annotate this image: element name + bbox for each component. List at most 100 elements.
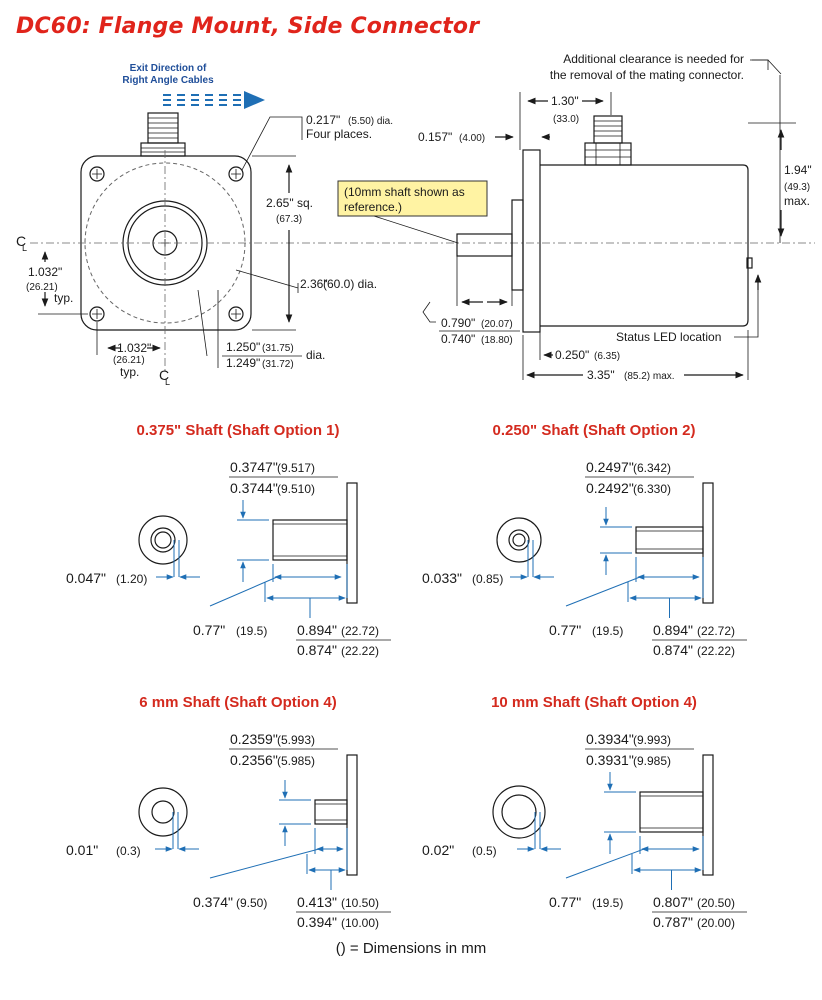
shaft-length-max: 0.790" xyxy=(441,316,475,330)
vert-offset-mm: (26.21) xyxy=(26,282,58,293)
shaft-profile xyxy=(272,519,348,561)
dia-min-mm: (9.510) xyxy=(277,482,315,496)
dia-min: 0.3744" xyxy=(230,480,278,496)
hole-dia: 0.217" xyxy=(306,113,340,127)
flat-length: 0.77" xyxy=(193,622,225,638)
length-max: 0.413" xyxy=(297,894,337,910)
flat-depth: 0.047" xyxy=(66,570,106,586)
dia-min: 0.2356" xyxy=(230,752,278,768)
pilot-dia-max: 1.250" xyxy=(226,340,260,354)
flange-profile xyxy=(346,754,358,876)
square-size: 2.65" sq. xyxy=(266,196,313,210)
length-max-mm: (20.50) xyxy=(697,896,735,910)
status-led-icon xyxy=(746,257,753,269)
shaft-panel: 0.375" Shaft (Shaft Option 1) 0.047" (1.20… xyxy=(66,422,391,658)
pilot-dia-max-mm: (31.75) xyxy=(262,343,294,354)
flat-length: 0.374" xyxy=(193,894,233,910)
length-max: 0.894" xyxy=(653,622,693,638)
length-min: 0.394" xyxy=(297,914,337,930)
overall-length: 3.35" xyxy=(587,368,615,382)
length-min-mm: (22.22) xyxy=(697,644,735,658)
hole-places: Four places. xyxy=(306,127,372,141)
flat-depth-mm: (1.20) xyxy=(116,572,147,586)
horiz-offset-mm: (26.21) xyxy=(113,355,145,366)
shaft-title: 0.375" Shaft (Shaft Option 1) xyxy=(137,422,340,439)
flat-depth-mm: (0.5) xyxy=(472,844,497,858)
shaft-side xyxy=(456,233,513,257)
dia-max: 0.2497" xyxy=(586,459,634,475)
shaft-end-outer xyxy=(138,787,188,837)
bolt-circle-dia-mm: (60.0) dia. xyxy=(323,277,377,291)
length-min: 0.787" xyxy=(653,914,693,930)
length-min-mm: (22.22) xyxy=(341,644,379,658)
connector-icon xyxy=(140,112,186,157)
centerline-sub-bottom: L xyxy=(165,377,170,387)
page-title: DC60: Flange Mount, Side Connector xyxy=(16,14,480,39)
shaft-note-box xyxy=(337,180,488,217)
dia-max: 0.2359" xyxy=(230,731,278,747)
pilot-dia-min-mm: (31.72) xyxy=(262,359,294,370)
flat-length-mm: (19.5) xyxy=(236,624,267,638)
pilot-length: 0.250" xyxy=(555,348,589,362)
bolt-circle-dia: 2.36" xyxy=(300,277,328,291)
shaft-profile xyxy=(635,526,704,554)
length-max-mm: (22.72) xyxy=(697,624,735,638)
horiz-offset-typ: typ. xyxy=(120,365,139,379)
shaft-length-min: 0.740" xyxy=(441,332,475,346)
clearance-note-line2: the removal of the mating connector. xyxy=(550,68,744,82)
flat-length-mm: (19.5) xyxy=(592,624,623,638)
shaft-end-bore xyxy=(154,531,172,549)
pilot-length-mm: (6.35) xyxy=(594,351,620,362)
dia-max-mm: (5.993) xyxy=(277,733,315,747)
length-max: 0.894" xyxy=(297,622,337,638)
shaft-end-inner xyxy=(150,527,176,553)
connector-offset: 1.30" xyxy=(551,94,579,108)
shaft-details: 0.375" Shaft (Shaft Option 1) 0.047" (1.20… xyxy=(66,422,747,930)
centerline-symbol-left: C xyxy=(16,233,26,249)
shaft-note-line1: (10mm shaft shown as xyxy=(344,185,465,199)
flat-depth-mm: (0.3) xyxy=(116,844,141,858)
shaft-end-inner xyxy=(501,794,537,830)
flat-length-mm: (19.5) xyxy=(592,896,623,910)
flat-depth-mm: (0.85) xyxy=(472,572,503,586)
flat-depth: 0.033" xyxy=(422,570,462,586)
pilot-dia-label: dia. xyxy=(306,348,325,362)
pilot-side xyxy=(511,199,524,291)
side-connector-icon xyxy=(584,115,632,166)
mounting-hole-icon xyxy=(89,166,244,322)
dia-min: 0.2492" xyxy=(586,480,634,496)
vert-offset: 1.032" xyxy=(28,265,62,279)
footnote: () = Dimensions in mm xyxy=(335,940,487,957)
flat-depth: 0.01" xyxy=(66,842,98,858)
flange-profile xyxy=(702,754,714,876)
status-led-label: Status LED location xyxy=(616,330,721,344)
exit-arrow-icon xyxy=(163,91,265,109)
dia-min-mm: (9.985) xyxy=(633,754,671,768)
flat-length-mm: (9.50) xyxy=(236,896,267,910)
shaft-end-inner xyxy=(508,529,530,551)
encoder-body xyxy=(540,164,749,327)
overall-length-mm: (85.2) max. xyxy=(624,371,675,382)
exit-direction-line2: Right Angle Cables xyxy=(122,75,214,86)
shaft-panel: 0.250" Shaft (Shaft Option 2)0.033"(0.85… xyxy=(422,422,747,658)
flange-side xyxy=(522,149,541,333)
dia-max: 0.3747" xyxy=(230,459,278,475)
flange-thickness-mm: (4.00) xyxy=(459,133,485,144)
height: 1.94" xyxy=(784,163,812,177)
shaft-end-outer xyxy=(138,515,188,565)
length-min-mm: (20.00) xyxy=(697,916,735,930)
length-max: 0.807" xyxy=(653,894,693,910)
shaft-title: 10 mm Shaft (Shaft Option 4) xyxy=(491,694,697,711)
square-size-mm: (67.3) xyxy=(276,214,302,225)
flange-thickness: 0.157" xyxy=(418,130,452,144)
shaft-end-outer xyxy=(496,517,542,563)
dia-min: 0.3931" xyxy=(586,752,634,768)
exit-direction-line1: Exit Direction of xyxy=(130,63,207,74)
hole-dia-mm: (5.50) dia. xyxy=(348,116,393,127)
pilot-dia-min: 1.249" xyxy=(226,356,260,370)
shaft-title: 6 mm Shaft (Shaft Option 4) xyxy=(139,694,337,711)
height-max: max. xyxy=(784,194,810,208)
length-max-mm: (10.50) xyxy=(341,896,379,910)
shaft-profile xyxy=(639,791,704,833)
centerline-symbol-bottom: C xyxy=(159,367,169,383)
